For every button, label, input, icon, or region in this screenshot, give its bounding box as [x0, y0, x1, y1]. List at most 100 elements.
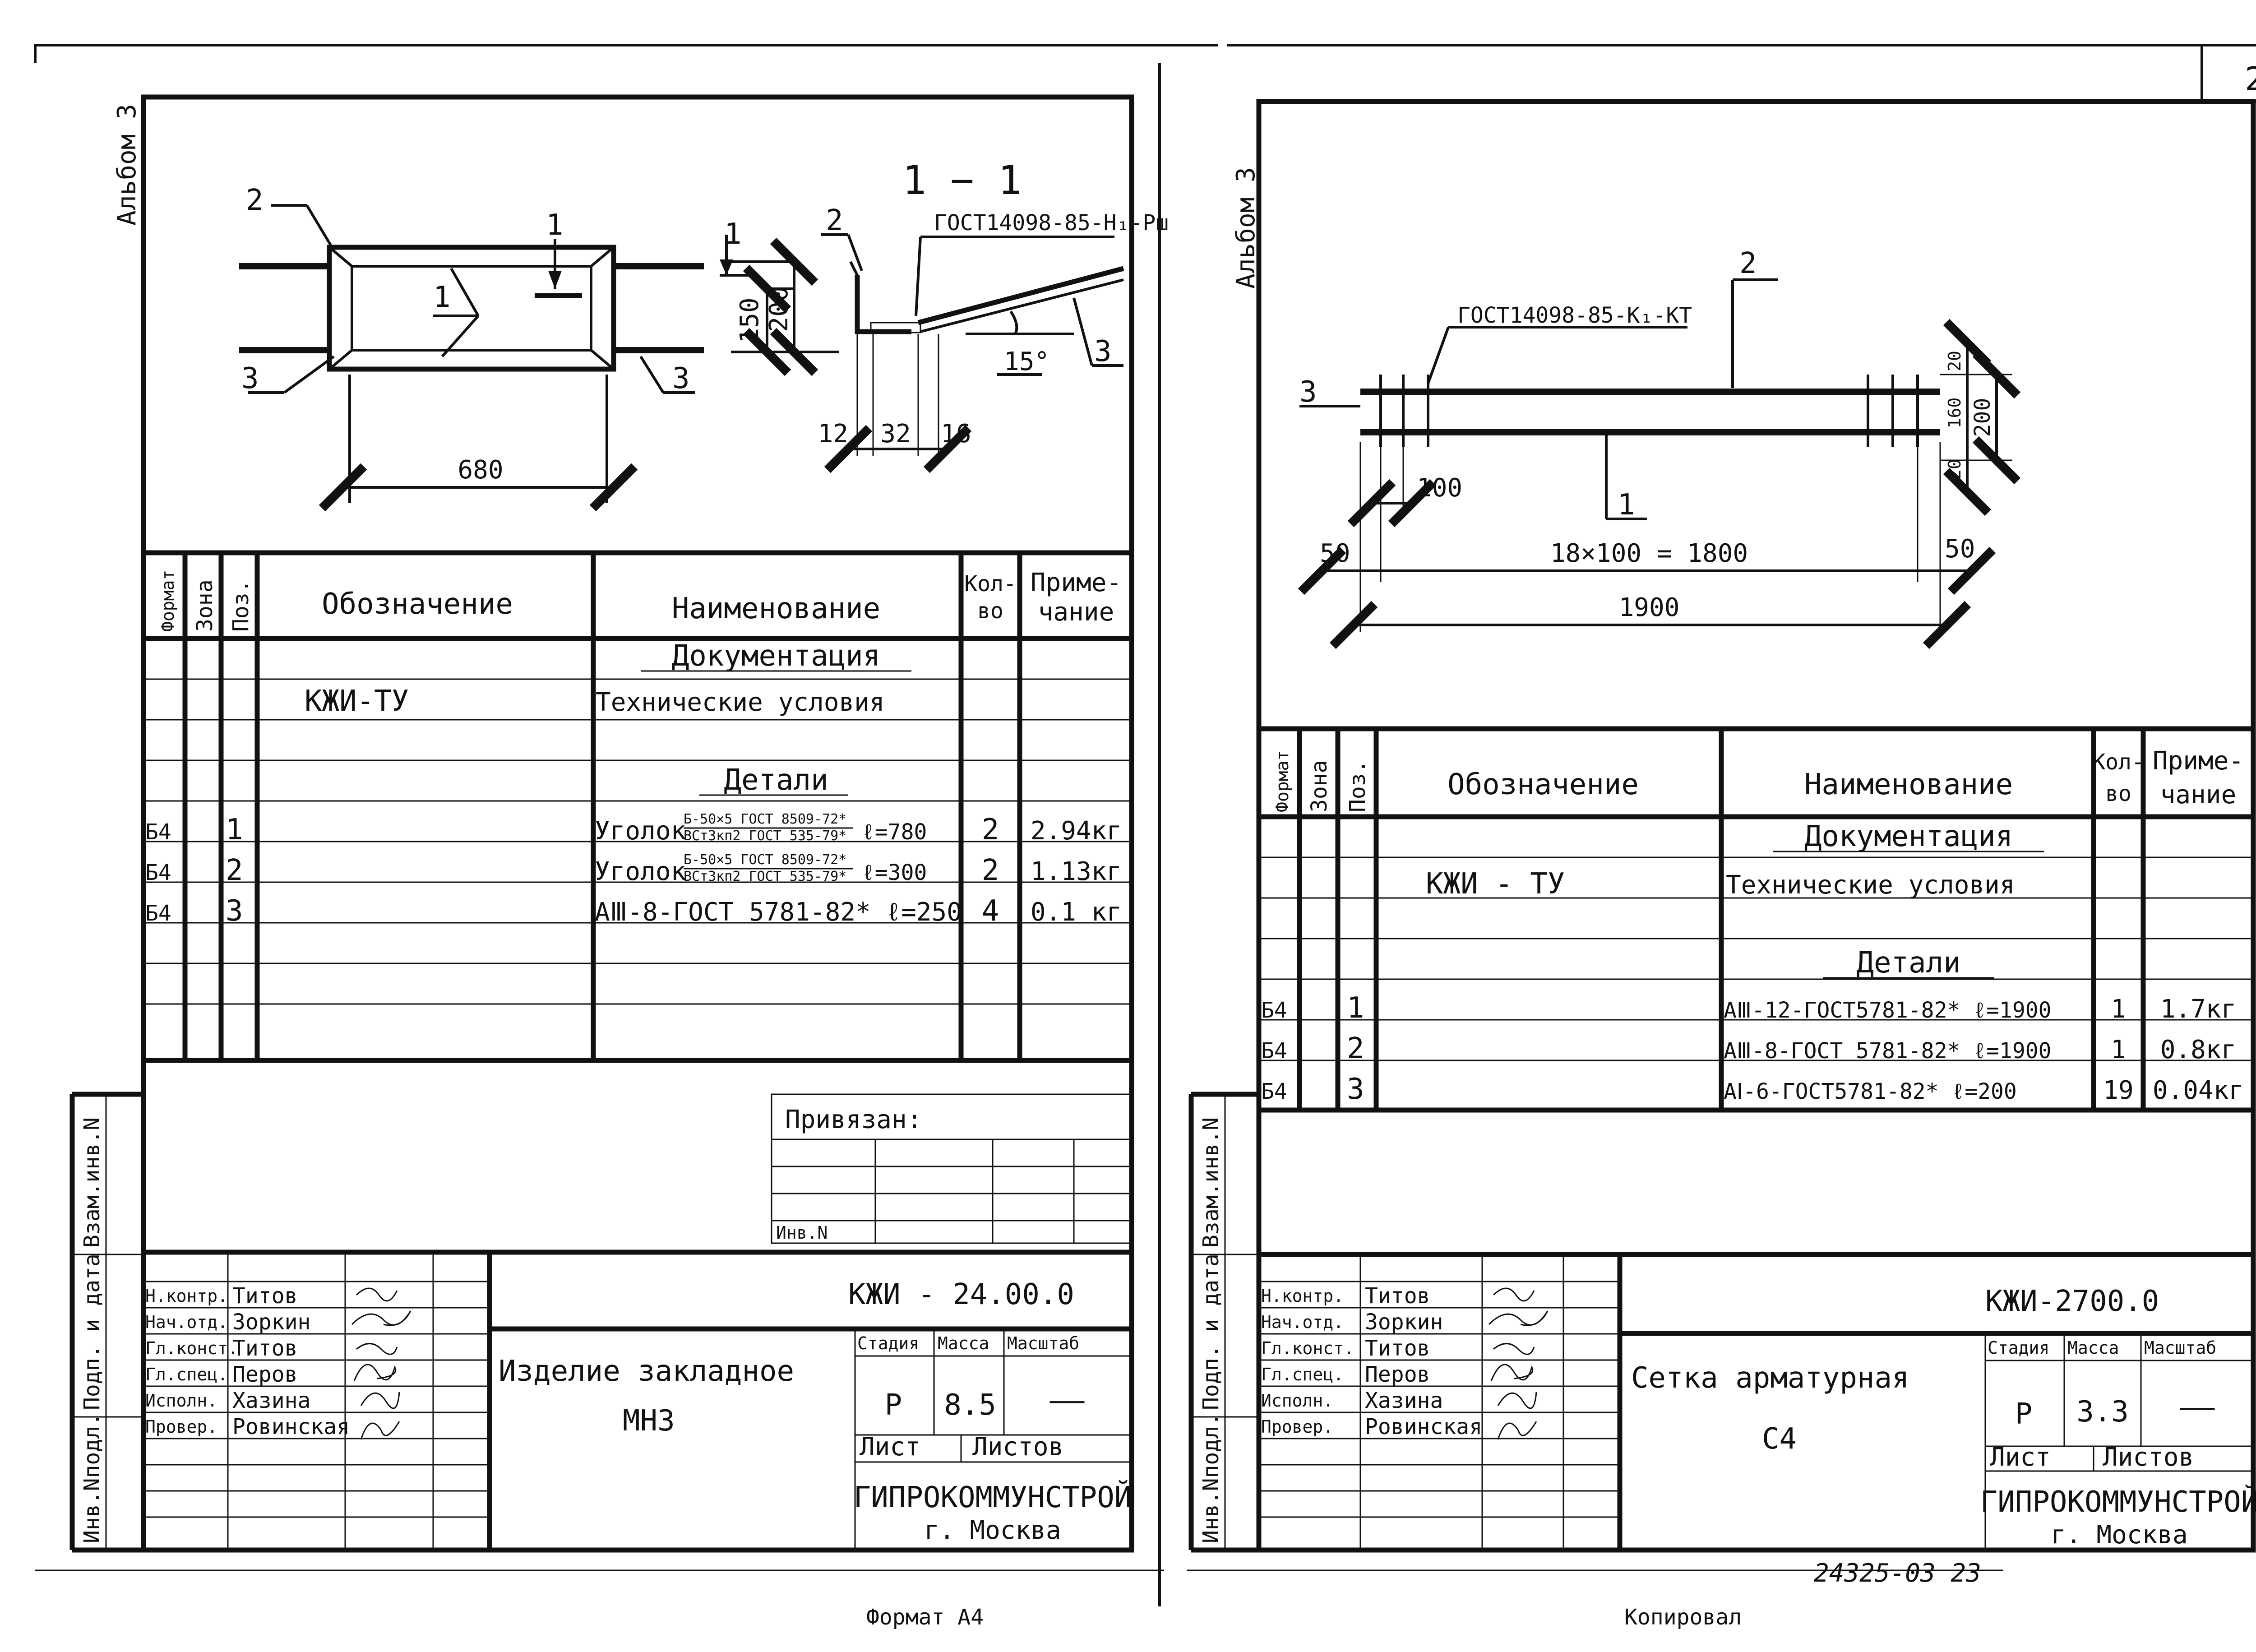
side-podp: Подп. и дата [79, 1254, 105, 1410]
r-row2-note: 0.8кг [2160, 1035, 2237, 1064]
side-vzam: Взам.инв.N [79, 1117, 105, 1248]
r-hdr-format: Формат [1272, 750, 1292, 812]
doc-code: КЖИ-ТУ [305, 685, 409, 718]
sec-callout-3: 3 [1094, 335, 1112, 368]
privyazan-label: Привязан: [785, 1105, 922, 1134]
r-mass-label: Масса [2067, 1338, 2119, 1358]
r-name-6: Ровинская [1365, 1414, 1482, 1439]
doc-name: Технические условия [596, 688, 885, 717]
r-hdr-note-2: чание [2160, 780, 2237, 810]
mesh-callout-3: 3 [1299, 375, 1317, 409]
role-4: Гл.спец. [145, 1365, 228, 1384]
plate-outer [327, 245, 616, 372]
dim-100: 100 [1417, 473, 1462, 503]
right-city: г. Москва [2051, 1520, 2187, 1550]
hdr-note-2: чание [1038, 597, 1114, 627]
right-spec-table: Формат Зона Поз. Обозначение Наименовани… [1259, 726, 2253, 1113]
r-side-vzam: Взам.инв.N [1198, 1117, 1224, 1248]
r-hdr-qty-2: во [2105, 781, 2131, 806]
left-album-label: Альбом 3 [112, 104, 142, 226]
r-hdr-designation: Обозначение [1447, 768, 1639, 801]
name-1: Титов [232, 1283, 298, 1309]
left-title-2: МН3 [623, 1404, 675, 1438]
hdr-format: Формат [158, 570, 178, 632]
right-title-block: КЖИ-2700.0 Стадия Масса Масштаб Р 3.3 ——… [1259, 1252, 2256, 1550]
row2-frac-top: Б-50×5 ГОСТ 8509-72* [684, 852, 846, 868]
dim-150: 150 [735, 297, 764, 343]
r-name-4: Перов [1365, 1362, 1430, 1387]
name-5: Хазина [232, 1388, 310, 1413]
dim-160: 160 [1945, 398, 1965, 429]
hdr-designation: Обозначение [322, 588, 513, 621]
name-6: Ровинская [232, 1414, 350, 1439]
row1-pos: 1 [226, 813, 243, 847]
row2-pos: 2 [226, 854, 243, 887]
right-sheet: Альбом 3 3 ГОСТ14098-85-К₁-КТ 2 1 100 [1188, 99, 2256, 1630]
row3-format: Б4 [145, 901, 171, 926]
r-mass-value: 3.3 [2076, 1395, 2129, 1429]
r-hdr-pos: Поз. [1345, 760, 1370, 812]
right-org: ГИПРОКОММУНСТРОЙ [1980, 1485, 2256, 1519]
cut-label-2: 1 [724, 217, 742, 251]
hdr-qty-2: во [977, 598, 1003, 624]
r-row2-qty: 1 [2111, 1035, 2126, 1064]
signature [360, 1421, 400, 1440]
left-org: ГИПРОКОММУНСТРОЙ [854, 1480, 1132, 1514]
plate-inner [351, 265, 592, 352]
mesh-callout-2: 2 [1739, 247, 1757, 280]
role-1: Н.контр. [145, 1286, 228, 1306]
callout-3b: 3 [672, 362, 690, 395]
row1-frac-bot: ВСт3кп2 ГОСТ 535-79* [684, 828, 846, 844]
signature [356, 1287, 398, 1302]
row2-format: Б4 [145, 860, 171, 885]
left-spec-table: Формат Зона Поз. Обозначение Наименовани… [143, 550, 1132, 1063]
dim-20-top: 20 [1945, 351, 1965, 371]
right-album-label: Альбом 3 [1231, 167, 1261, 289]
role-6: Провер. [145, 1417, 217, 1437]
r-stage-value: Р [2015, 1397, 2033, 1431]
scale-value: —— [1049, 1384, 1085, 1417]
r-row1-pos: 1 [1347, 991, 1364, 1025]
r-row1-name: АⅢ-12-ГОСТ5781-82* ℓ=1900 [1724, 998, 2052, 1023]
signature [1488, 1310, 1549, 1326]
r-row2-pos: 2 [1347, 1032, 1364, 1065]
r-role-1: Н.контр. [1261, 1286, 1344, 1306]
signature [1493, 1287, 1535, 1302]
dim-1800: 18×100 = 1800 [1550, 539, 1748, 568]
callout-3: 3 [241, 362, 259, 395]
signature [360, 1392, 400, 1409]
row1-len: ℓ=780 [862, 819, 927, 845]
cut-label: 1 [546, 208, 564, 242]
left-sheet: Альбом 3 2 3 3 1 1 680 [69, 94, 1169, 1630]
r-section-parts: Детали [1856, 946, 1960, 980]
right-mesh-view: 3 ГОСТ14098-85-К₁-КТ 2 1 100 18×100 = 18… [1298, 247, 2021, 649]
r-name-5: Хазина [1365, 1388, 1443, 1413]
r-row1-qty: 1 [2111, 995, 2126, 1024]
angle-profile [855, 275, 911, 334]
mesh-weld-spec: ГОСТ14098-85-К₁-КТ [1457, 303, 1692, 328]
dim-50-left: 50 [1320, 539, 1350, 568]
name-4: Перов [232, 1362, 298, 1387]
dim-200-mesh: 200 [1970, 398, 1995, 437]
sheets-label: Листов [972, 1432, 1063, 1462]
stage-label: Стадия [857, 1333, 919, 1353]
right-sheet-frame [1256, 99, 2256, 1553]
dim-20-bottom: 20 [1945, 459, 1965, 480]
r-role-6: Провер. [1261, 1417, 1333, 1437]
angle-15: 15° [1004, 347, 1049, 376]
row3-note: 0.1 кг [1031, 898, 1122, 927]
weld-spec: ГОСТ14098-85-Н₁-Рш [934, 210, 1169, 236]
r-row2-name: АⅢ-8-ГОСТ 5781-82* ℓ=1900 [1724, 1038, 2052, 1064]
r-doc-code: КЖИ - ТУ [1426, 867, 1565, 901]
dim-16: 16 [941, 419, 971, 449]
page-number: 22 [2245, 60, 2256, 98]
left-title-block: Привязан: Инв.N Взам.инв.N Подп. и дата … [69, 1092, 1133, 1553]
section-parts: Детали [724, 764, 828, 797]
side-inv: Инв.Nподл. [79, 1413, 105, 1543]
hdr-name: Наименование [672, 592, 880, 625]
hdr-pos: Поз. [228, 579, 254, 632]
row1-qty: 2 [982, 813, 999, 847]
signature [1497, 1392, 1537, 1409]
dim-32: 32 [880, 419, 911, 449]
row2-qty: 2 [982, 854, 999, 887]
